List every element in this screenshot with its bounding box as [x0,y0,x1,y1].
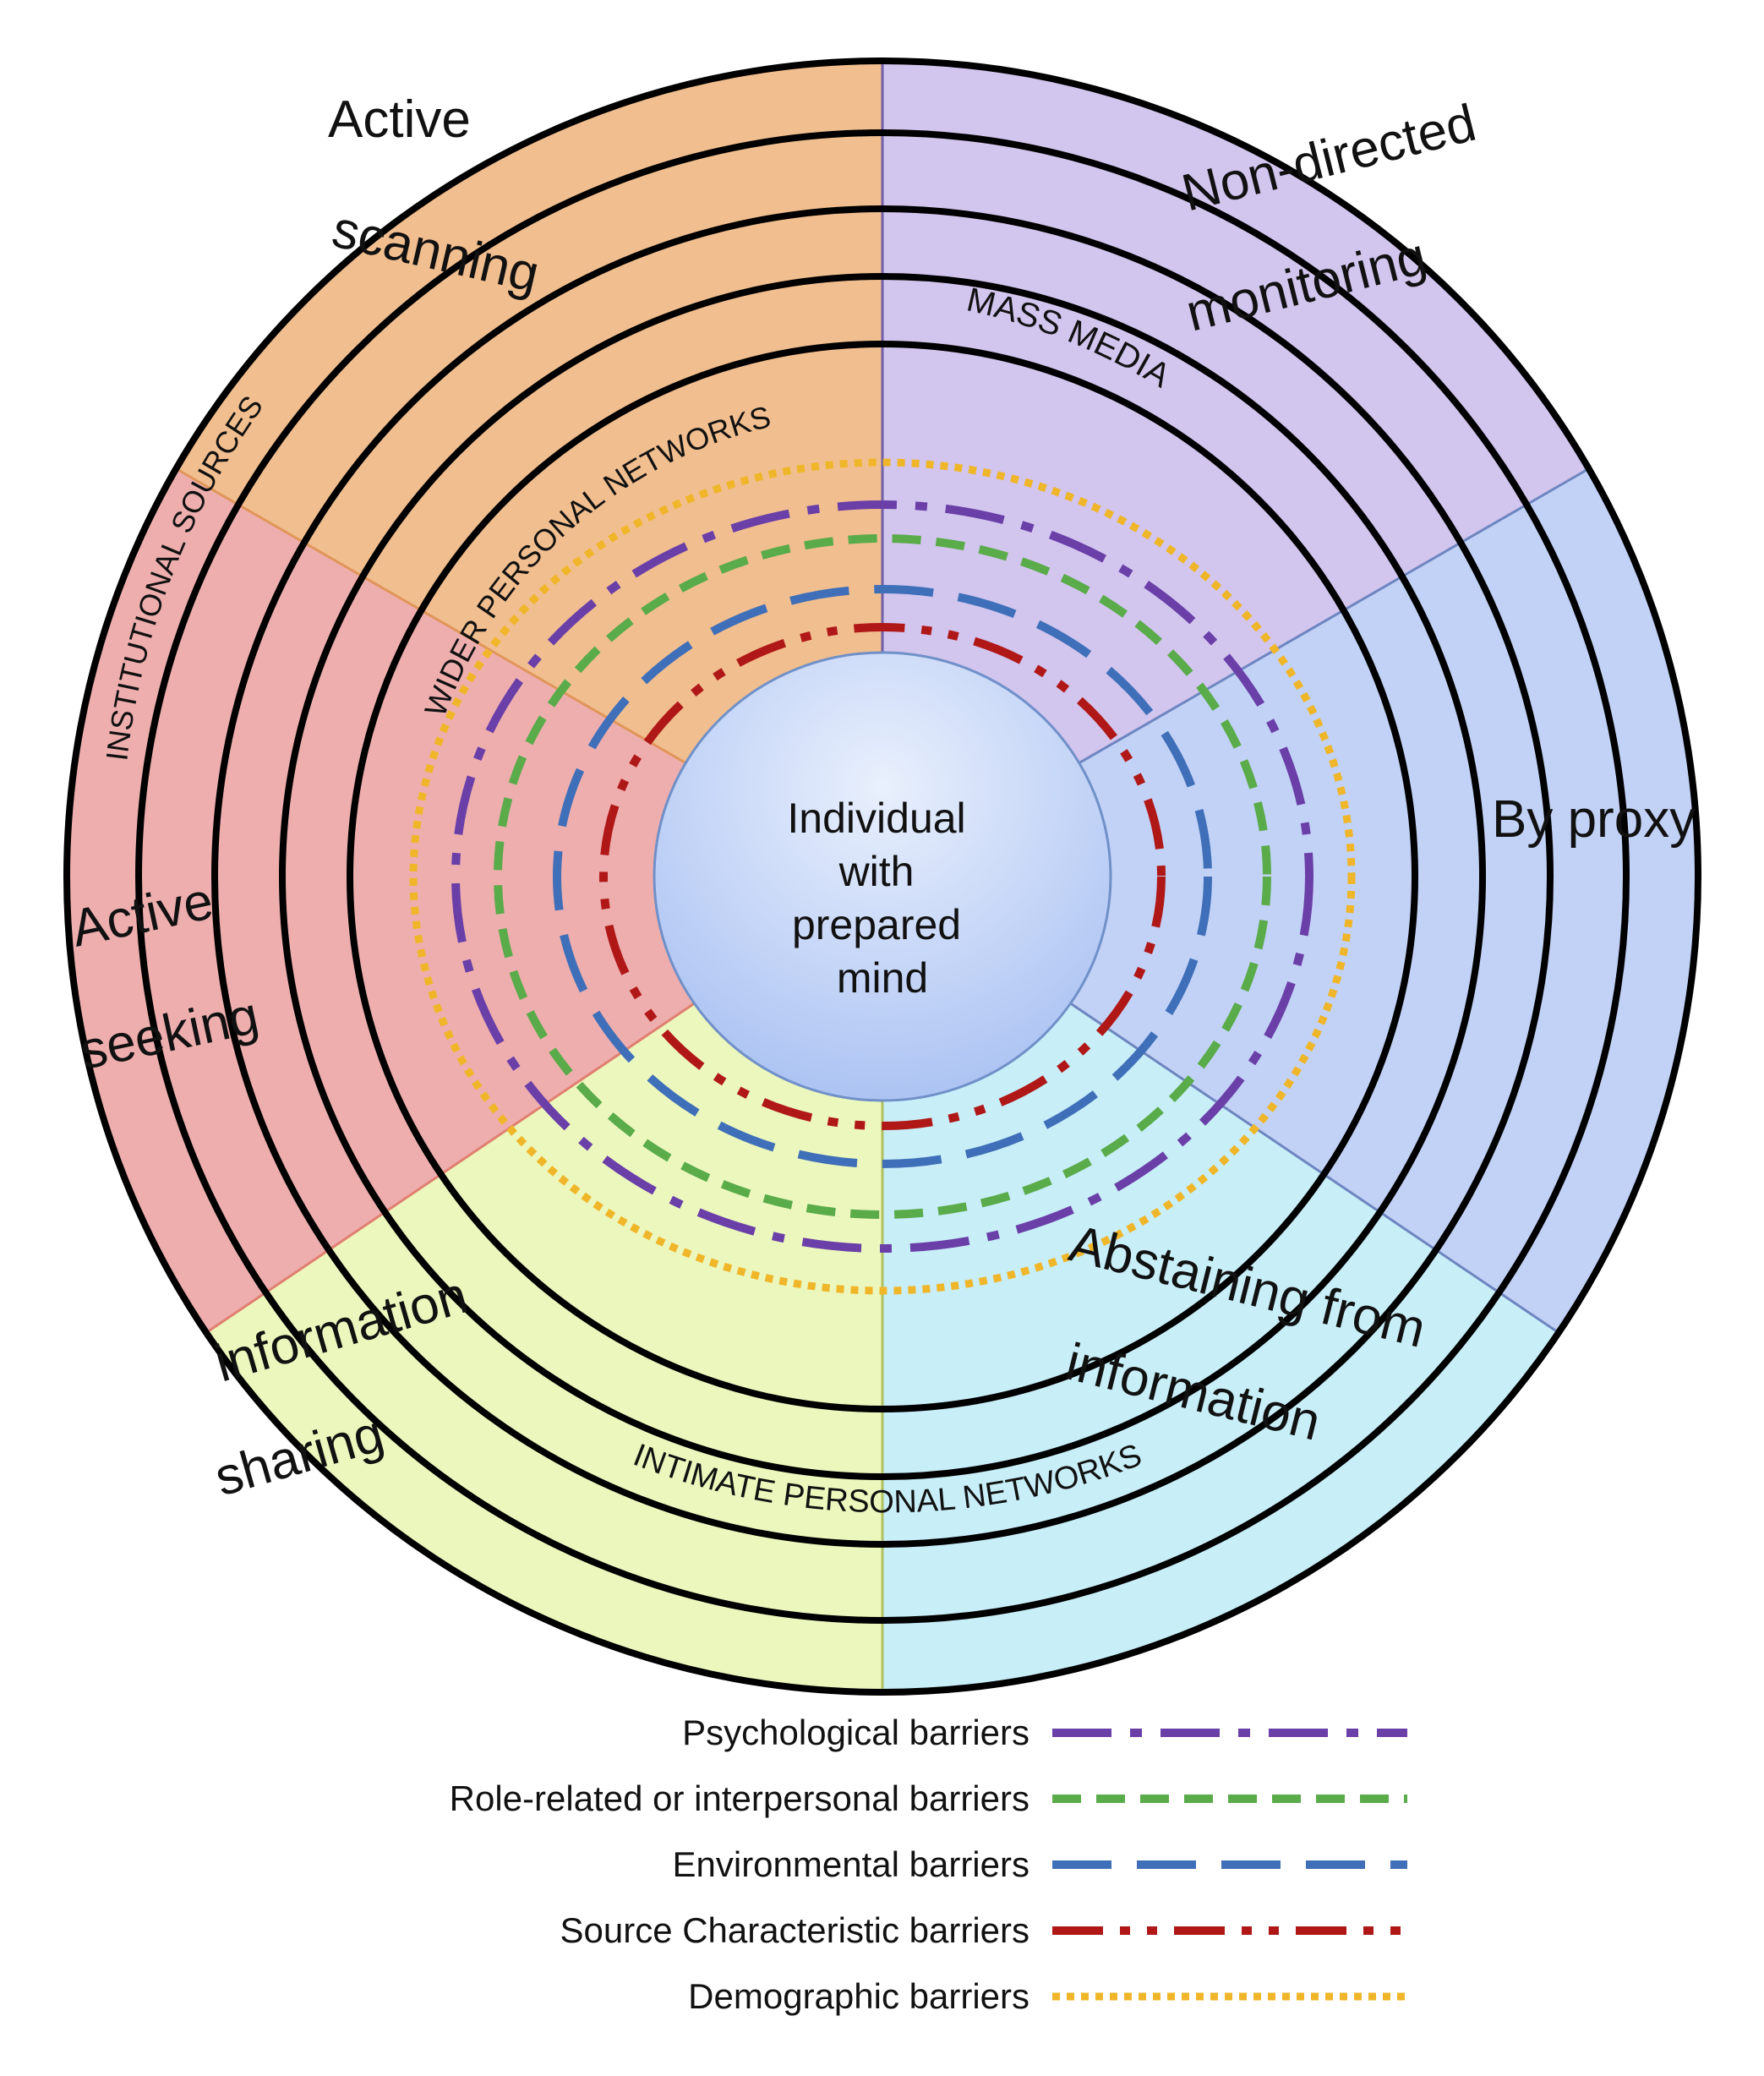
psychological-barrier-ring [451,500,1313,1253]
environmental-barrier-ring [553,585,1212,1168]
source-ring [135,129,1630,1624]
source-ring [279,273,1486,1480]
center-label-line: Individual [787,795,965,842]
barrier-rings [409,458,1356,1295]
source-characteristic-barrier-ring [599,623,1166,1130]
center-label-line: with [838,848,915,895]
legend-label: Demographic barriers [688,1976,1029,2016]
center-label: Individual with prepared mind [787,795,977,1002]
center-label-line: prepared [792,901,961,948]
active-scanning-sector [176,61,882,877]
legend-label: Source Characteristic barriers [560,1910,1029,1950]
source-rings [63,57,1701,1696]
non-directed-monitoring-sector [882,61,1589,877]
source-ring [347,341,1418,1412]
mode-label-line: Active [328,90,471,149]
source-ring [211,205,1554,1548]
role-related-barrier-ring [494,534,1271,1219]
mode-label-line: By proxy [1492,790,1696,849]
demographic-barrier-ring [409,458,1356,1295]
source-ring [63,57,1701,1696]
active-seeking-sector [67,468,882,1333]
active-scanning-label: Active [328,90,471,149]
by-proxy-sector [882,468,1699,1333]
by-proxy-label: By proxy [1492,790,1696,849]
legend-label: Psychological barriers [682,1713,1029,1752]
legend-label: Environmental barriers [672,1844,1029,1884]
legend-label: Role-related or interpersonal barriers [450,1778,1029,1818]
center-node [653,651,1112,1102]
center-label-line: mind [837,954,928,1002]
